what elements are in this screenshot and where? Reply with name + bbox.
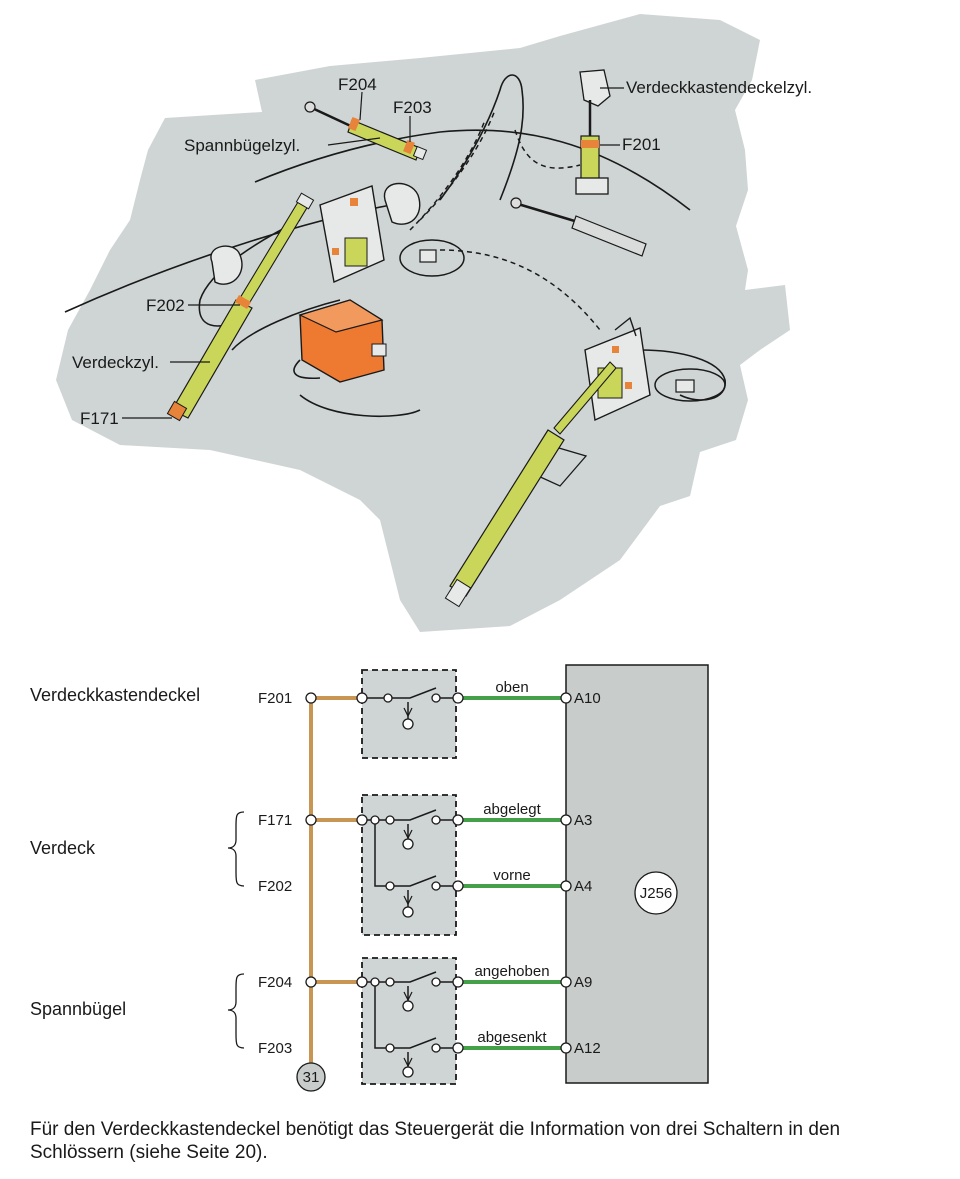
label-f203: F203 bbox=[393, 98, 432, 117]
connector-plug bbox=[419, 249, 437, 263]
label-spannbuegelzyl: Spannbügelzyl. bbox=[184, 136, 300, 155]
circuit-schematic: J256 31 bbox=[30, 664, 709, 1092]
grommet bbox=[383, 182, 421, 225]
wiring-harness bbox=[64, 74, 726, 418]
signal-label-abgesenkt: abgesenkt bbox=[477, 1029, 547, 1046]
ground-terminal: 31 bbox=[296, 1062, 326, 1092]
switch-label-f201: F201 bbox=[258, 690, 292, 707]
signal-label-abgelegt: abgelegt bbox=[483, 801, 541, 818]
verdeckkastendeckel-cylinder bbox=[575, 69, 611, 195]
green-wires bbox=[458, 696, 566, 1050]
switch-label-f204: F204 bbox=[258, 974, 292, 991]
switch-label-f171: F171 bbox=[258, 812, 292, 829]
group-braces bbox=[227, 811, 245, 1049]
grommet bbox=[210, 245, 243, 285]
verdeck-cylinder-right bbox=[444, 361, 617, 608]
label-f171: F171 bbox=[80, 409, 119, 428]
signal-label-vorne: vorne bbox=[493, 867, 531, 884]
pin-label-a3: A3 bbox=[574, 812, 592, 829]
component-illustration: F204 F203 Spannbügelzyl. Verdeckkastende… bbox=[56, 14, 812, 632]
ground-label: 31 bbox=[303, 1069, 320, 1086]
connector-plug bbox=[675, 379, 695, 393]
lock-bracket-upper bbox=[319, 185, 385, 283]
brown-stubs bbox=[311, 696, 361, 984]
switch-label-f202: F202 bbox=[258, 878, 292, 895]
common-wire bbox=[309, 698, 313, 1063]
control-unit-label: J256 bbox=[640, 885, 673, 902]
switch-arrows bbox=[403, 707, 413, 1068]
pin-label-a12: A12 bbox=[574, 1040, 601, 1057]
control-unit-block bbox=[565, 664, 709, 1084]
control-unit-badge: J256 bbox=[634, 871, 678, 915]
pin-label-a4: A4 bbox=[574, 878, 592, 895]
group-label-spannbuegel: Spannbügel bbox=[30, 999, 126, 1019]
spannbuegel-cylinder bbox=[304, 101, 428, 161]
connector-loop bbox=[399, 239, 465, 277]
label-f202: F202 bbox=[146, 296, 185, 315]
switch-label-f203: F203 bbox=[258, 1040, 292, 1057]
label-f201: F201 bbox=[622, 135, 661, 154]
control-module bbox=[298, 299, 387, 383]
leader-lines bbox=[122, 87, 624, 419]
label-verdeckzyl: Verdeckzyl. bbox=[72, 353, 159, 372]
dashed-cables bbox=[409, 109, 601, 331]
pin-label-a9: A9 bbox=[574, 974, 592, 991]
contact-points bbox=[305, 692, 572, 1078]
gas-spring bbox=[510, 197, 647, 257]
label-verdeckkastendeckelzyl: Verdeckkastendeckelzyl. bbox=[626, 78, 812, 97]
connector-loop bbox=[654, 368, 726, 402]
background-panel bbox=[56, 14, 790, 632]
pin-label-a10: A10 bbox=[574, 690, 601, 707]
signal-label-oben: oben bbox=[495, 679, 528, 696]
label-f204: F204 bbox=[338, 75, 377, 94]
signal-label-angehoben: angehoben bbox=[474, 963, 549, 980]
group-label-verdeck: Verdeck bbox=[30, 838, 96, 858]
verdeck-cylinder bbox=[166, 192, 315, 422]
figure-caption: Für den Verdeckkastendeckel benötigt das… bbox=[30, 1119, 841, 1163]
group-label-verdeckkastendeckel: Verdeckkastendeckel bbox=[30, 685, 200, 705]
